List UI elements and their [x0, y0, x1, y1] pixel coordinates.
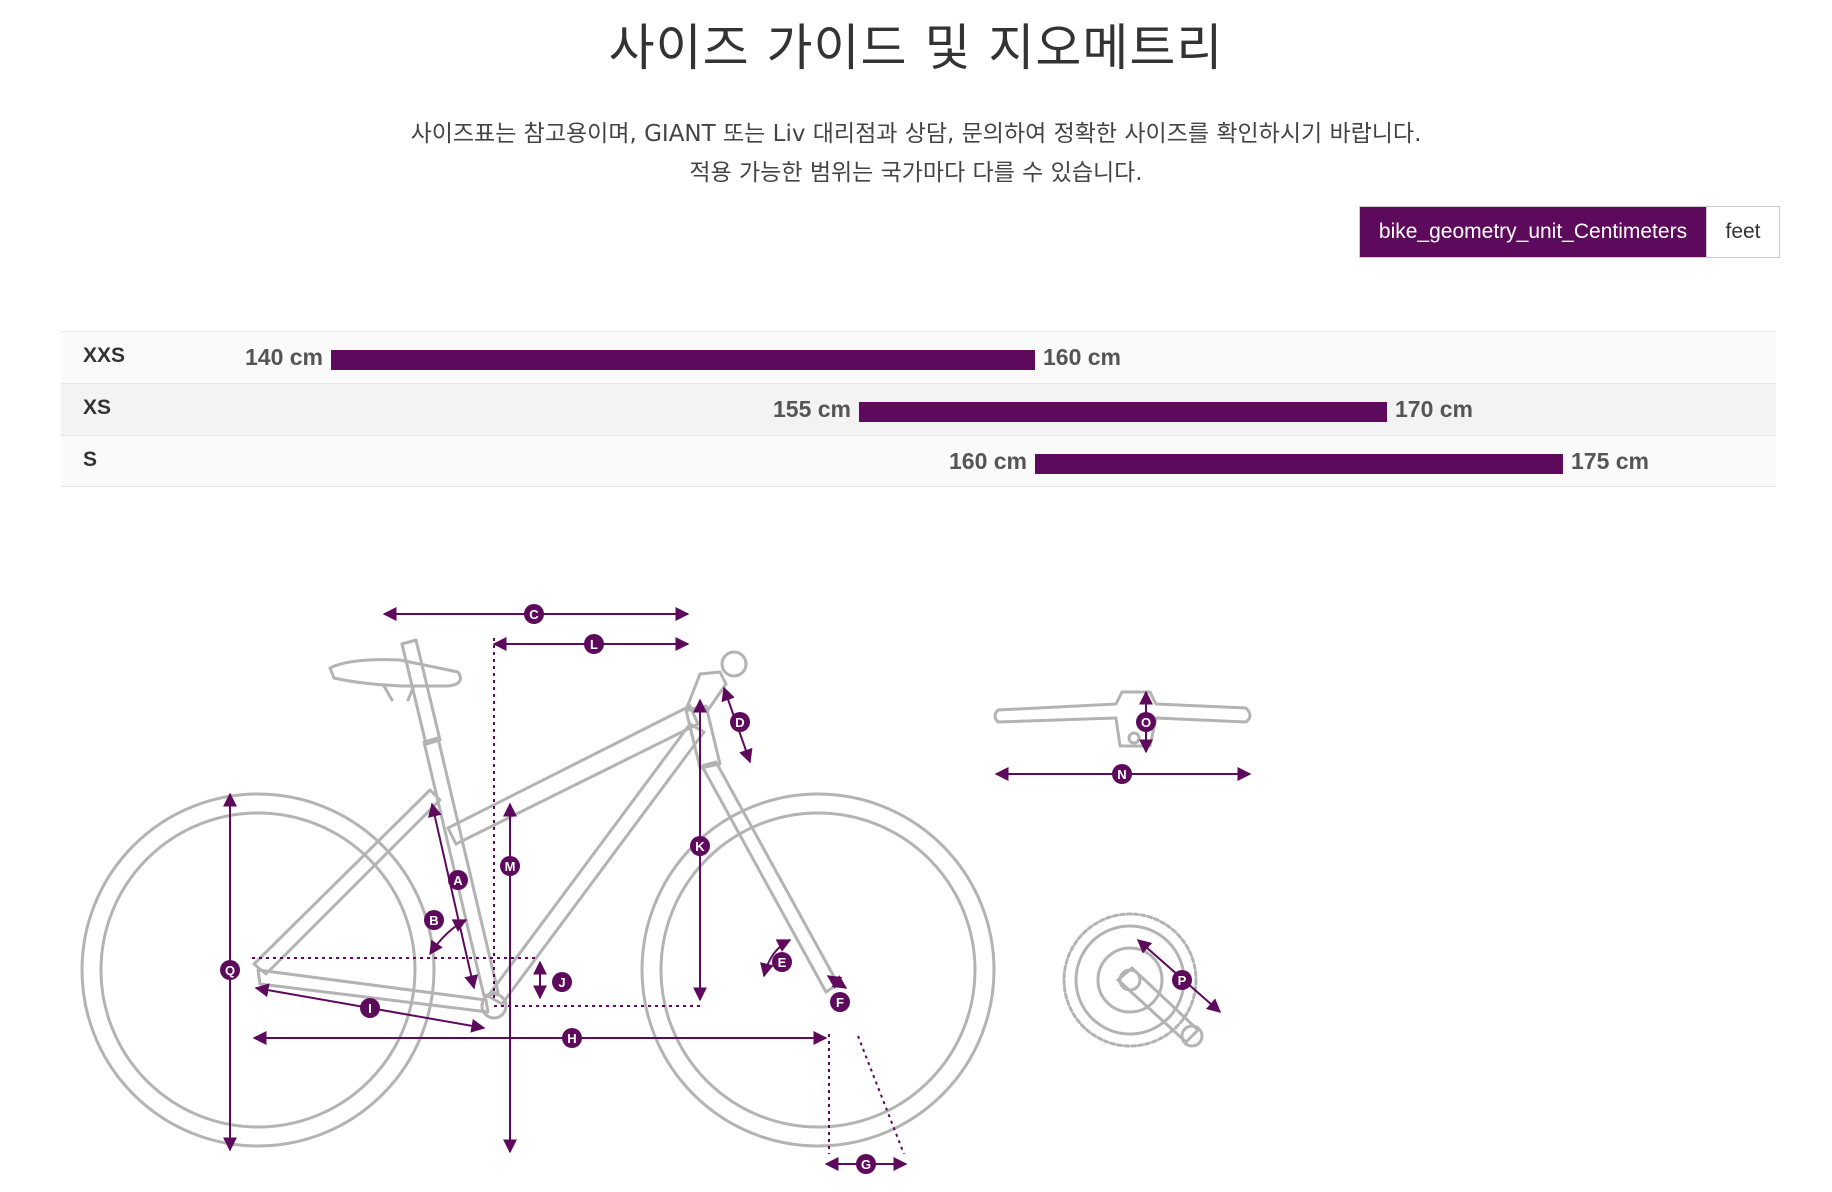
size-disclaimer-line-1: 사이즈표는 참고용이며, GIANT 또는 Liv 대리점과 상담, 문의하여 … — [410, 121, 1422, 147]
svg-text:L: L — [590, 637, 598, 652]
label-badge-o: O — [1136, 712, 1156, 732]
svg-text:I: I — [368, 1001, 372, 1016]
height-range-bar — [1035, 454, 1563, 474]
label-badge-a: A — [448, 870, 468, 890]
bike-illustration — [80, 638, 1252, 1148]
label-badge-p: P — [1172, 970, 1192, 990]
label-badge-g: G — [856, 1154, 876, 1174]
svg-text:J: J — [558, 975, 565, 990]
svg-text:P: P — [1178, 973, 1187, 988]
reference-lines — [252, 638, 905, 1155]
svg-text:G: G — [861, 1157, 871, 1172]
unit-toggle: bike_geometry_unit_Centimeters feet — [1359, 206, 1780, 258]
label-badge-i: I — [360, 998, 380, 1018]
svg-text:Q: Q — [225, 963, 235, 978]
label-badge-m: M — [500, 856, 520, 876]
svg-text:A: A — [453, 873, 463, 888]
label-badge-l: L — [584, 634, 604, 654]
svg-text:E: E — [778, 955, 787, 970]
label-badge-d: D — [730, 712, 750, 732]
svg-text:F: F — [836, 995, 844, 1010]
range-min-label: 155 cm — [772, 396, 851, 422]
size-label: XS — [83, 396, 112, 419]
feet-button[interactable]: feet — [1706, 207, 1779, 257]
label-badge-f: F — [830, 992, 850, 1012]
label-badge-q: Q — [220, 960, 240, 980]
label-badge-k: K — [690, 836, 710, 856]
page-title: 사이즈 가이드 및 지오메트리 — [608, 19, 1224, 77]
svg-text:D: D — [735, 715, 744, 730]
label-badge-j: J — [552, 972, 572, 992]
size-row-xs: XS 155 cm 170 cm — [61, 383, 1776, 435]
svg-text:C: C — [529, 607, 539, 622]
range-max-label: 175 cm — [1571, 448, 1650, 474]
size-row-s: S 160 cm 175 cm — [61, 435, 1776, 487]
range-min-label: 160 cm — [948, 448, 1027, 474]
label-badge-c: C — [524, 604, 544, 624]
range-max-label: 160 cm — [1043, 344, 1122, 370]
size-row-xxs: XXS 140 cm 160 cm — [61, 331, 1776, 383]
size-label: XXS — [83, 344, 126, 367]
label-badge-h: H — [562, 1028, 582, 1048]
svg-text:M: M — [505, 859, 516, 874]
height-range-bar — [331, 350, 1035, 370]
svg-text:H: H — [567, 1031, 576, 1046]
range-max-label: 170 cm — [1395, 396, 1474, 422]
svg-text:B: B — [429, 913, 438, 928]
measurement-arrows — [223, 607, 1252, 1171]
label-badge-n: N — [1112, 764, 1132, 784]
geometry-label-badges: A B C D E F G H I J K L M N O P Q — [220, 604, 1192, 1174]
svg-text:K: K — [695, 839, 705, 854]
svg-text:N: N — [1117, 767, 1126, 782]
range-min-label: 140 cm — [244, 344, 323, 370]
label-badge-b: B — [424, 910, 444, 930]
svg-text:O: O — [1141, 715, 1151, 730]
size-range-table: XXS 140 cm 160 cm XS 155 cm 170 cm S 160… — [61, 331, 1776, 487]
label-badge-e: E — [772, 952, 792, 972]
size-disclaimer-line-2: 적용 가능한 범위는 국가마다 다를 수 있습니다. — [689, 160, 1143, 186]
size-label: S — [83, 448, 98, 471]
bike-geometry-diagram: A B C D E F G H I J K L M N O P Q — [80, 604, 1252, 1174]
height-range-bar — [859, 402, 1387, 422]
centimeters-button[interactable]: bike_geometry_unit_Centimeters — [1360, 207, 1706, 257]
